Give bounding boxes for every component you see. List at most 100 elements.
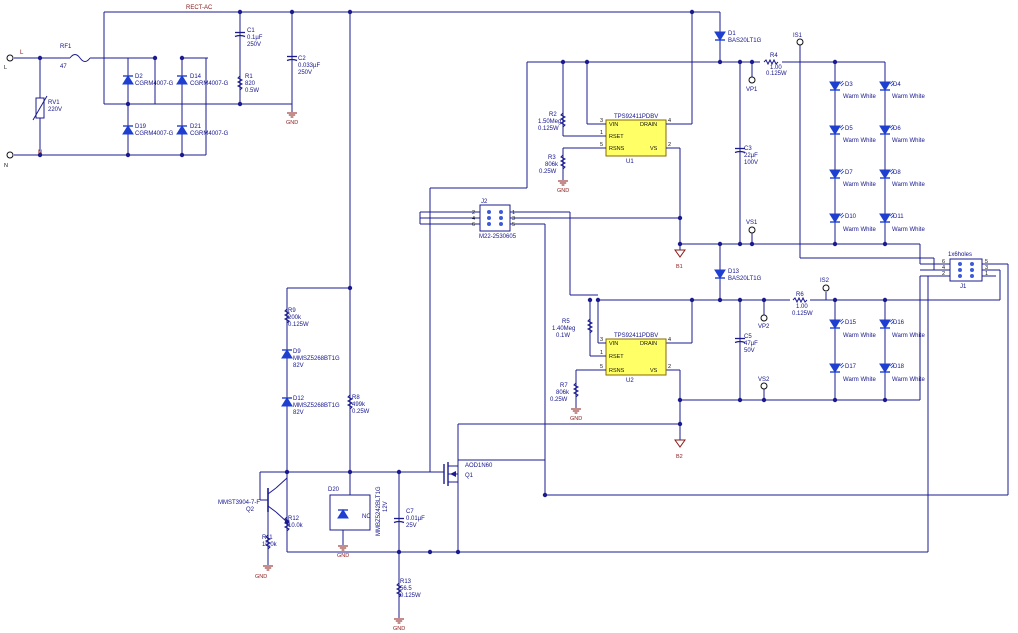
fuse-rf1-value: 47 [60,64,67,70]
ic-u2-part: TPS92411PDBV [614,333,658,339]
testpoint-is2-label: IS2 [820,278,830,284]
return-b1-label: B1 [676,264,683,270]
led-d10-ref: D10 [845,214,857,220]
led-d10-label: Warm White [843,227,876,233]
ic-u2-pin-vs: VS [650,368,658,374]
varistor-rv1-value: 220V [48,107,62,113]
resistor-r4-value: 1.00 [770,65,782,71]
resistor-r7-ref: R7 [560,383,568,389]
return-b2-symbol [674,439,686,448]
transistor-q2-part: MMST3904-7-F [218,500,260,506]
zener-d12-symbol [281,397,293,407]
ic-u1-part: TPS92411PDBV [614,114,658,120]
zener-d12-ref: D12 [293,396,305,402]
capacitor-c3-voltage: 100V [744,160,758,166]
diode-d13-ref: D13 [728,269,740,275]
testpoint-vp2 [760,314,768,322]
capacitor-c1-value: 0.1µF [247,35,263,41]
resistor-r1-power: 0.5W [245,88,259,94]
connector-j2-pin1: 1 [512,210,515,216]
capacitor-c3-value: 22µF [744,153,758,159]
ic-u1-pin-vs: VS [650,146,658,152]
led-d15-ref: D15 [845,320,857,326]
ic-u2-pin-rset: RSET [609,354,624,360]
fuse-rf1-symbol [69,54,91,62]
diode-d2-part: CGRM4007-G [135,81,174,87]
led-d4-label: Warm White [892,94,925,100]
wire-net [14,11,1009,618]
connector-j2-pin3: 3 [512,216,515,222]
ground-r13-label: GND [393,626,405,632]
connector-j2-pin5: 5 [512,222,515,228]
zener-d20-ref: D20 [328,487,340,493]
led-d4-symbol [879,80,895,91]
diode-d14-part: CGRM4007-G [190,81,229,87]
ground-d20-label: GND [337,553,349,559]
connector-j2-pin4: 4 [472,216,475,222]
capacitor-c7-voltage: 25V [406,523,417,529]
ic-u1-pin-rset: RSET [609,134,624,140]
capacitor-c2-voltage: 250V [298,70,312,76]
diode-d19-ref: D19 [135,124,147,130]
led-d3-label: Warm White [843,94,876,100]
resistor-r9-value: 200k [288,315,302,321]
ic-u2-pin4-num: 4 [668,337,671,343]
led-d3-symbol [829,80,845,91]
zener-d9-value: 82V [293,363,304,369]
ic-u2-pin2-num: 2 [668,364,671,370]
ic-u1-pin-vin: VIN [609,122,618,128]
testpoint-is1-label: IS1 [793,33,803,39]
led-d17-symbol [829,362,845,373]
testpoint-is1 [796,38,804,46]
ic-u2-pin1-num: 1 [600,350,603,356]
connector-j1-ref: J1 [960,284,967,290]
zener-d9-symbol [281,349,293,359]
diode-d2-symbol [122,75,134,85]
zener-d20-symbol [337,509,349,519]
led-d11-ref: D11 [893,214,904,220]
resistor-r6-ref: R6 [796,292,804,298]
connector-j2-pin2: 2 [472,210,475,216]
testpoint-vp1 [748,76,756,84]
led-d16-ref: D16 [893,320,905,326]
capacitor-c5-value: 47µF [744,341,758,347]
ic-u2-body [605,338,667,376]
connector-j1-pin2: 2 [942,271,945,277]
zener-d9-ref: D9 [293,349,301,355]
led-d6-label: Warm White [892,138,925,144]
resistor-r6-value: 1.00 [796,304,808,310]
ground-c2-symbol [286,112,298,118]
terminal-l [6,54,14,62]
testpoint-is2 [822,284,830,292]
ground-r7-label: GND [570,416,582,422]
capacitor-c2-value: 0.033µF [298,63,320,69]
resistor-r4-ref: R4 [770,53,778,59]
ic-u2-pin-rsns: RSNS [609,368,625,374]
ic-u1-pin4-num: 4 [668,118,671,124]
junction-dots [37,9,888,555]
testpoint-vp2-label: VP2 [758,324,770,330]
testpoint-vs2-label: VS2 [758,377,770,383]
connector-j1-pin1: 1 [985,271,988,277]
resistor-r8-ref: R8 [352,395,360,401]
testpoint-vs1 [748,226,756,234]
fuse-rf1-ref: RF1 [60,44,72,50]
ic-u1-ref: U1 [626,159,634,165]
led-d17-label: Warm White [843,377,876,383]
terminal-n [6,151,14,159]
ic-u2-pin5-num: 5 [600,364,603,370]
diode-d13-symbol [714,269,726,279]
resistor-r4-symbol [763,59,779,65]
ic-u1-body [605,119,667,157]
return-b2-label: B2 [676,454,683,460]
resistor-r6-symbol [792,297,808,303]
resistor-r12-value: 10.0k [288,523,304,529]
ground-d20-symbol [337,545,349,551]
ic-u2-pin3-num: 3 [600,337,603,343]
net-label-neutral: N [38,150,42,156]
led-d5-ref: D5 [845,126,853,132]
ground-r11-symbol [262,565,274,571]
ground-c2-label: GND [286,120,298,126]
varistor-rv1-ref: RV1 [48,100,60,106]
resistor-r5-power: 0.1W [556,333,570,339]
